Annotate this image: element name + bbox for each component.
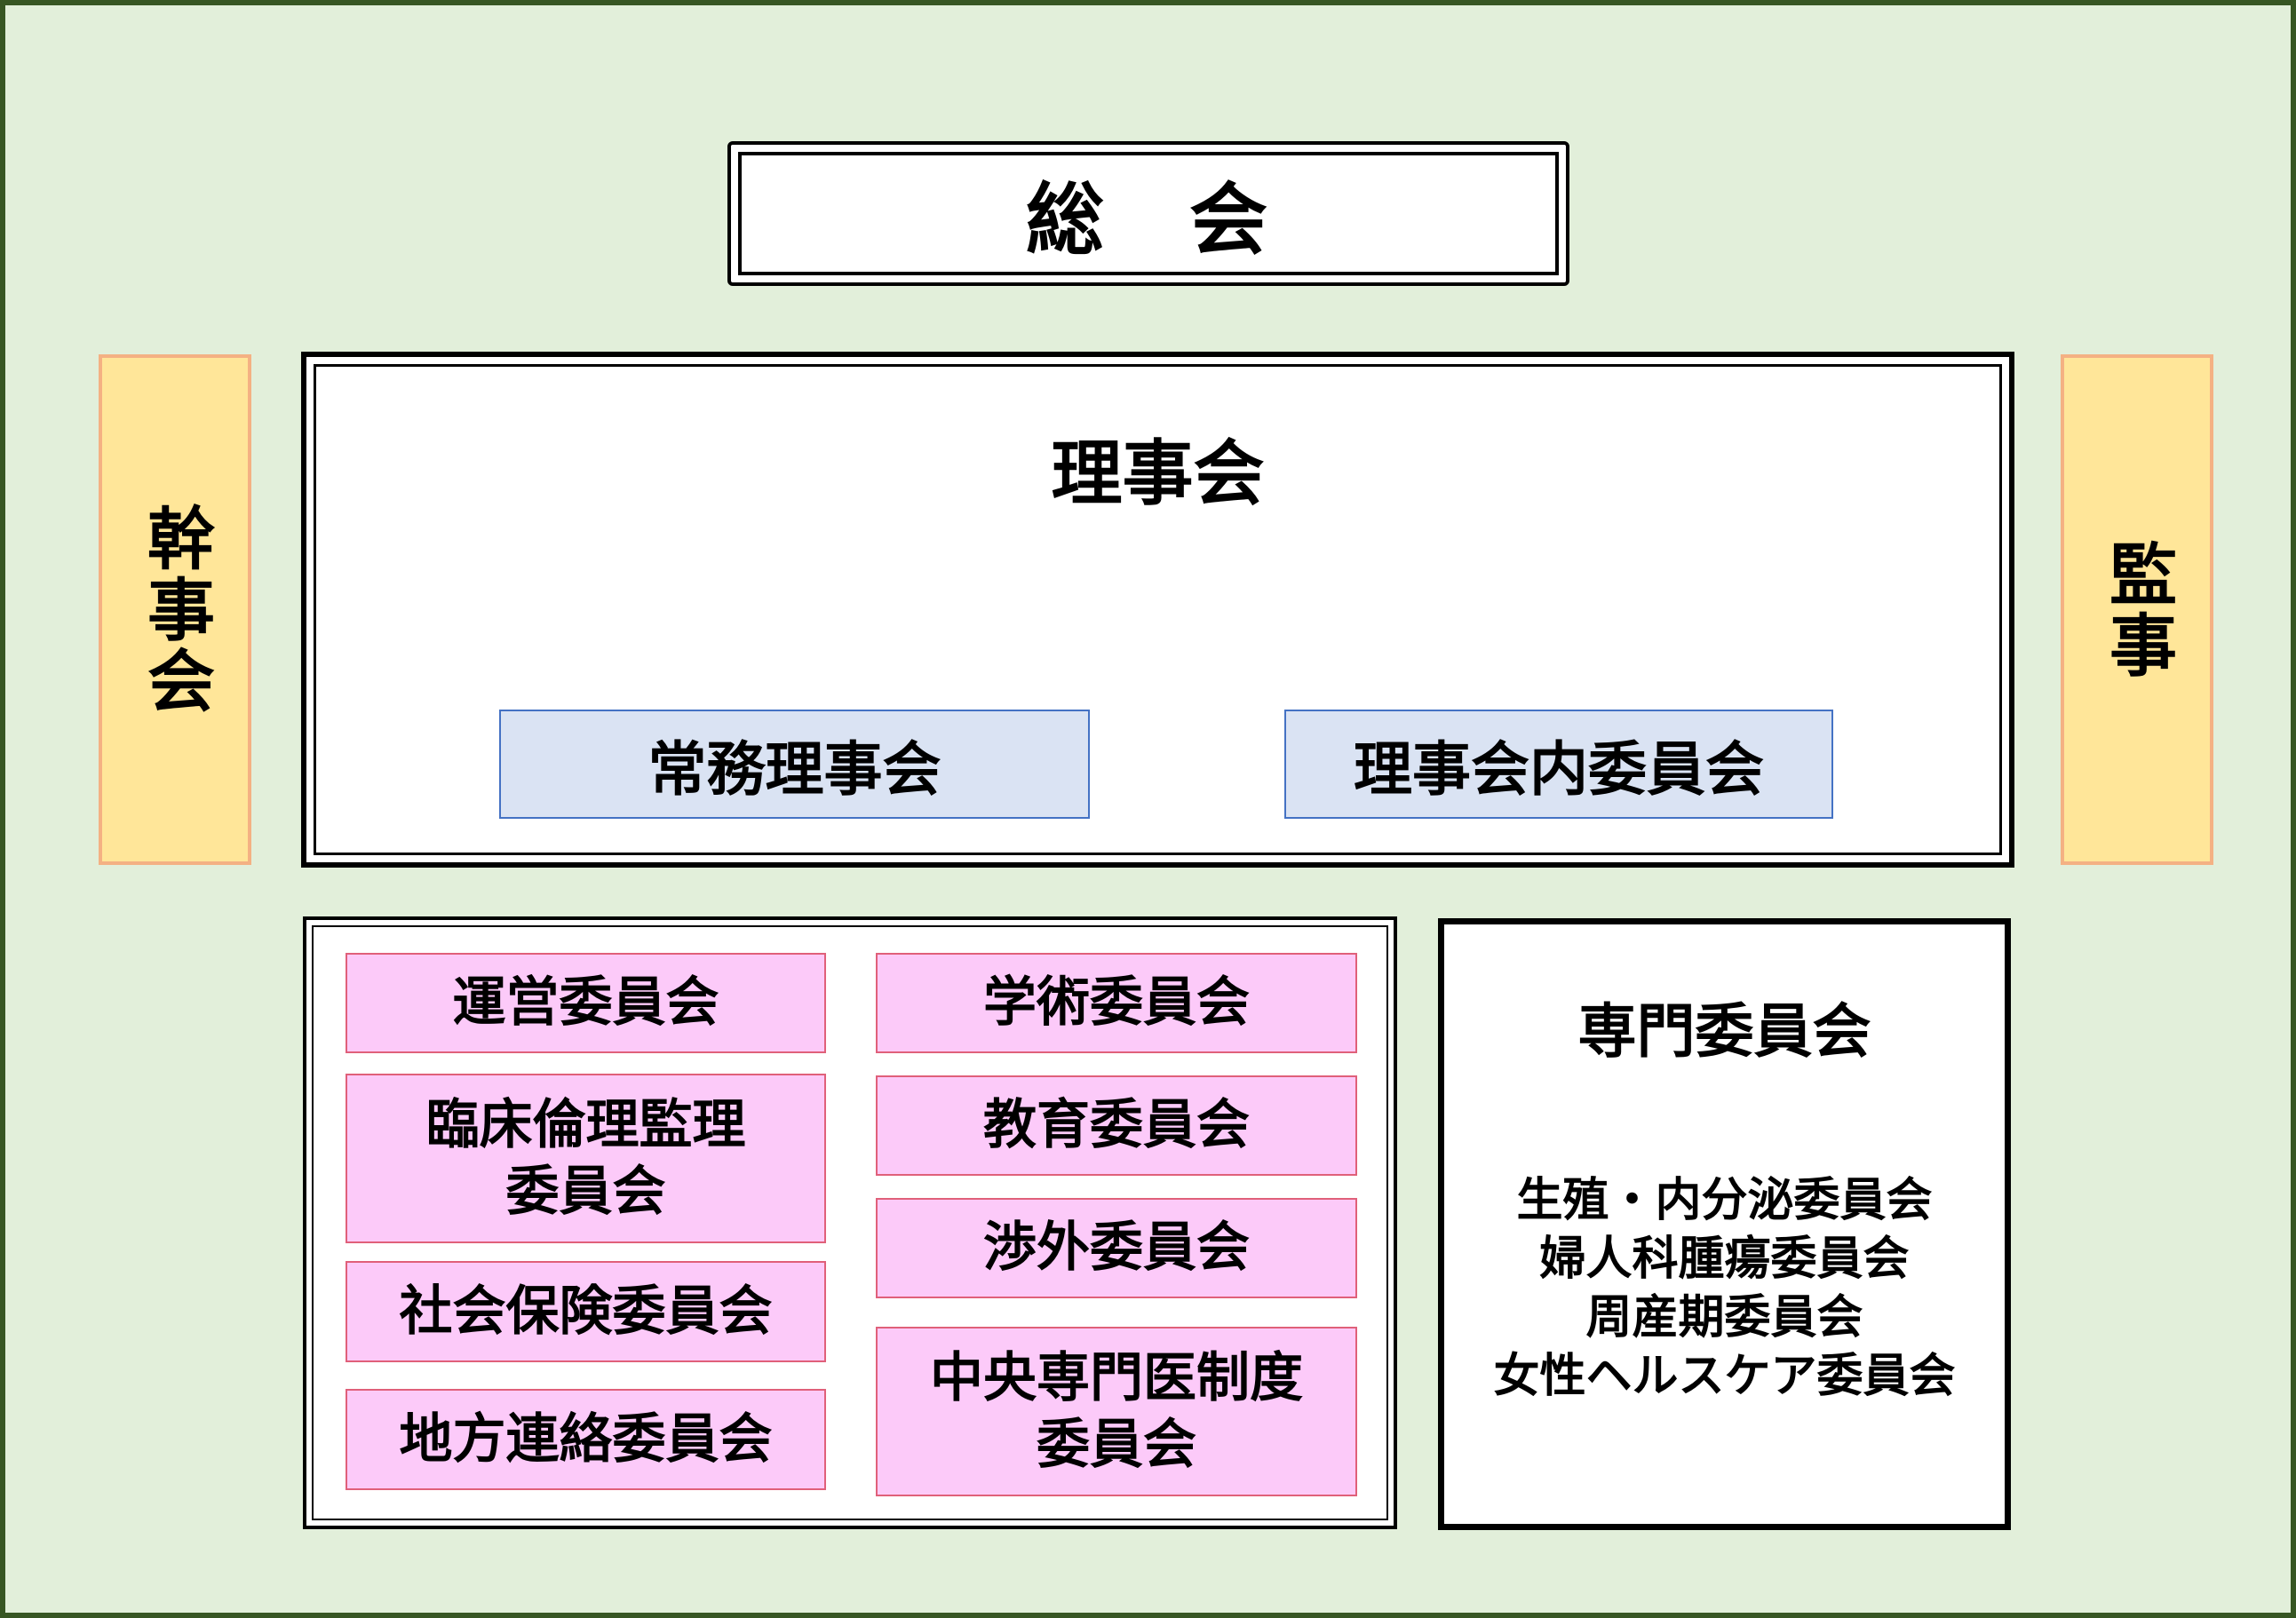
auditor-box: 監事 [2061,354,2213,865]
committee-social-insurance: 社会保険委員会 [346,1261,826,1362]
specialty-committee-item: 生殖・内分泌委員会 [1516,1173,1933,1227]
committee-education: 教育委員会 [876,1075,1357,1176]
specialty-committee-item: 婦人科腫瘍委員会 [1539,1232,1910,1286]
committee-academic: 学術委員会 [876,953,1357,1053]
committee-central-specialist: 中央専門医制度 委員会 [876,1327,1357,1496]
committee-regional-liaison: 地方連絡委員会 [346,1389,826,1490]
executive-board-box: 常務理事会 [499,710,1090,819]
specialty-committee-item: 周産期委員会 [1585,1290,1863,1344]
general-assembly-label: 総 会 [1025,174,1271,266]
committee-external-affairs: 渉外委員会 [876,1198,1357,1298]
board-label: 理事会 [1051,432,1265,515]
board-box: 理事会 常務理事会 理事会内委員会 [301,352,2014,868]
specialty-committees-title: 専門委員会 [1577,997,1871,1066]
committee-clinical-ethics: 臨床倫理監理 委員会 [346,1074,826,1243]
specialty-committee-item: 女性ヘルスケア委員会 [1493,1349,1956,1403]
general-assembly-box: 総 会 [727,141,1569,286]
board-committee-box: 理事会内委員会 [1284,710,1833,819]
secretariat-box: 幹事会 [99,354,251,865]
specialty-committees-box: 専門委員会 生殖・内分泌委員会 婦人科腫瘍委員会 周産期委員会 女性ヘルスケア委… [1438,918,2011,1530]
committee-management: 運営委員会 [346,953,826,1053]
